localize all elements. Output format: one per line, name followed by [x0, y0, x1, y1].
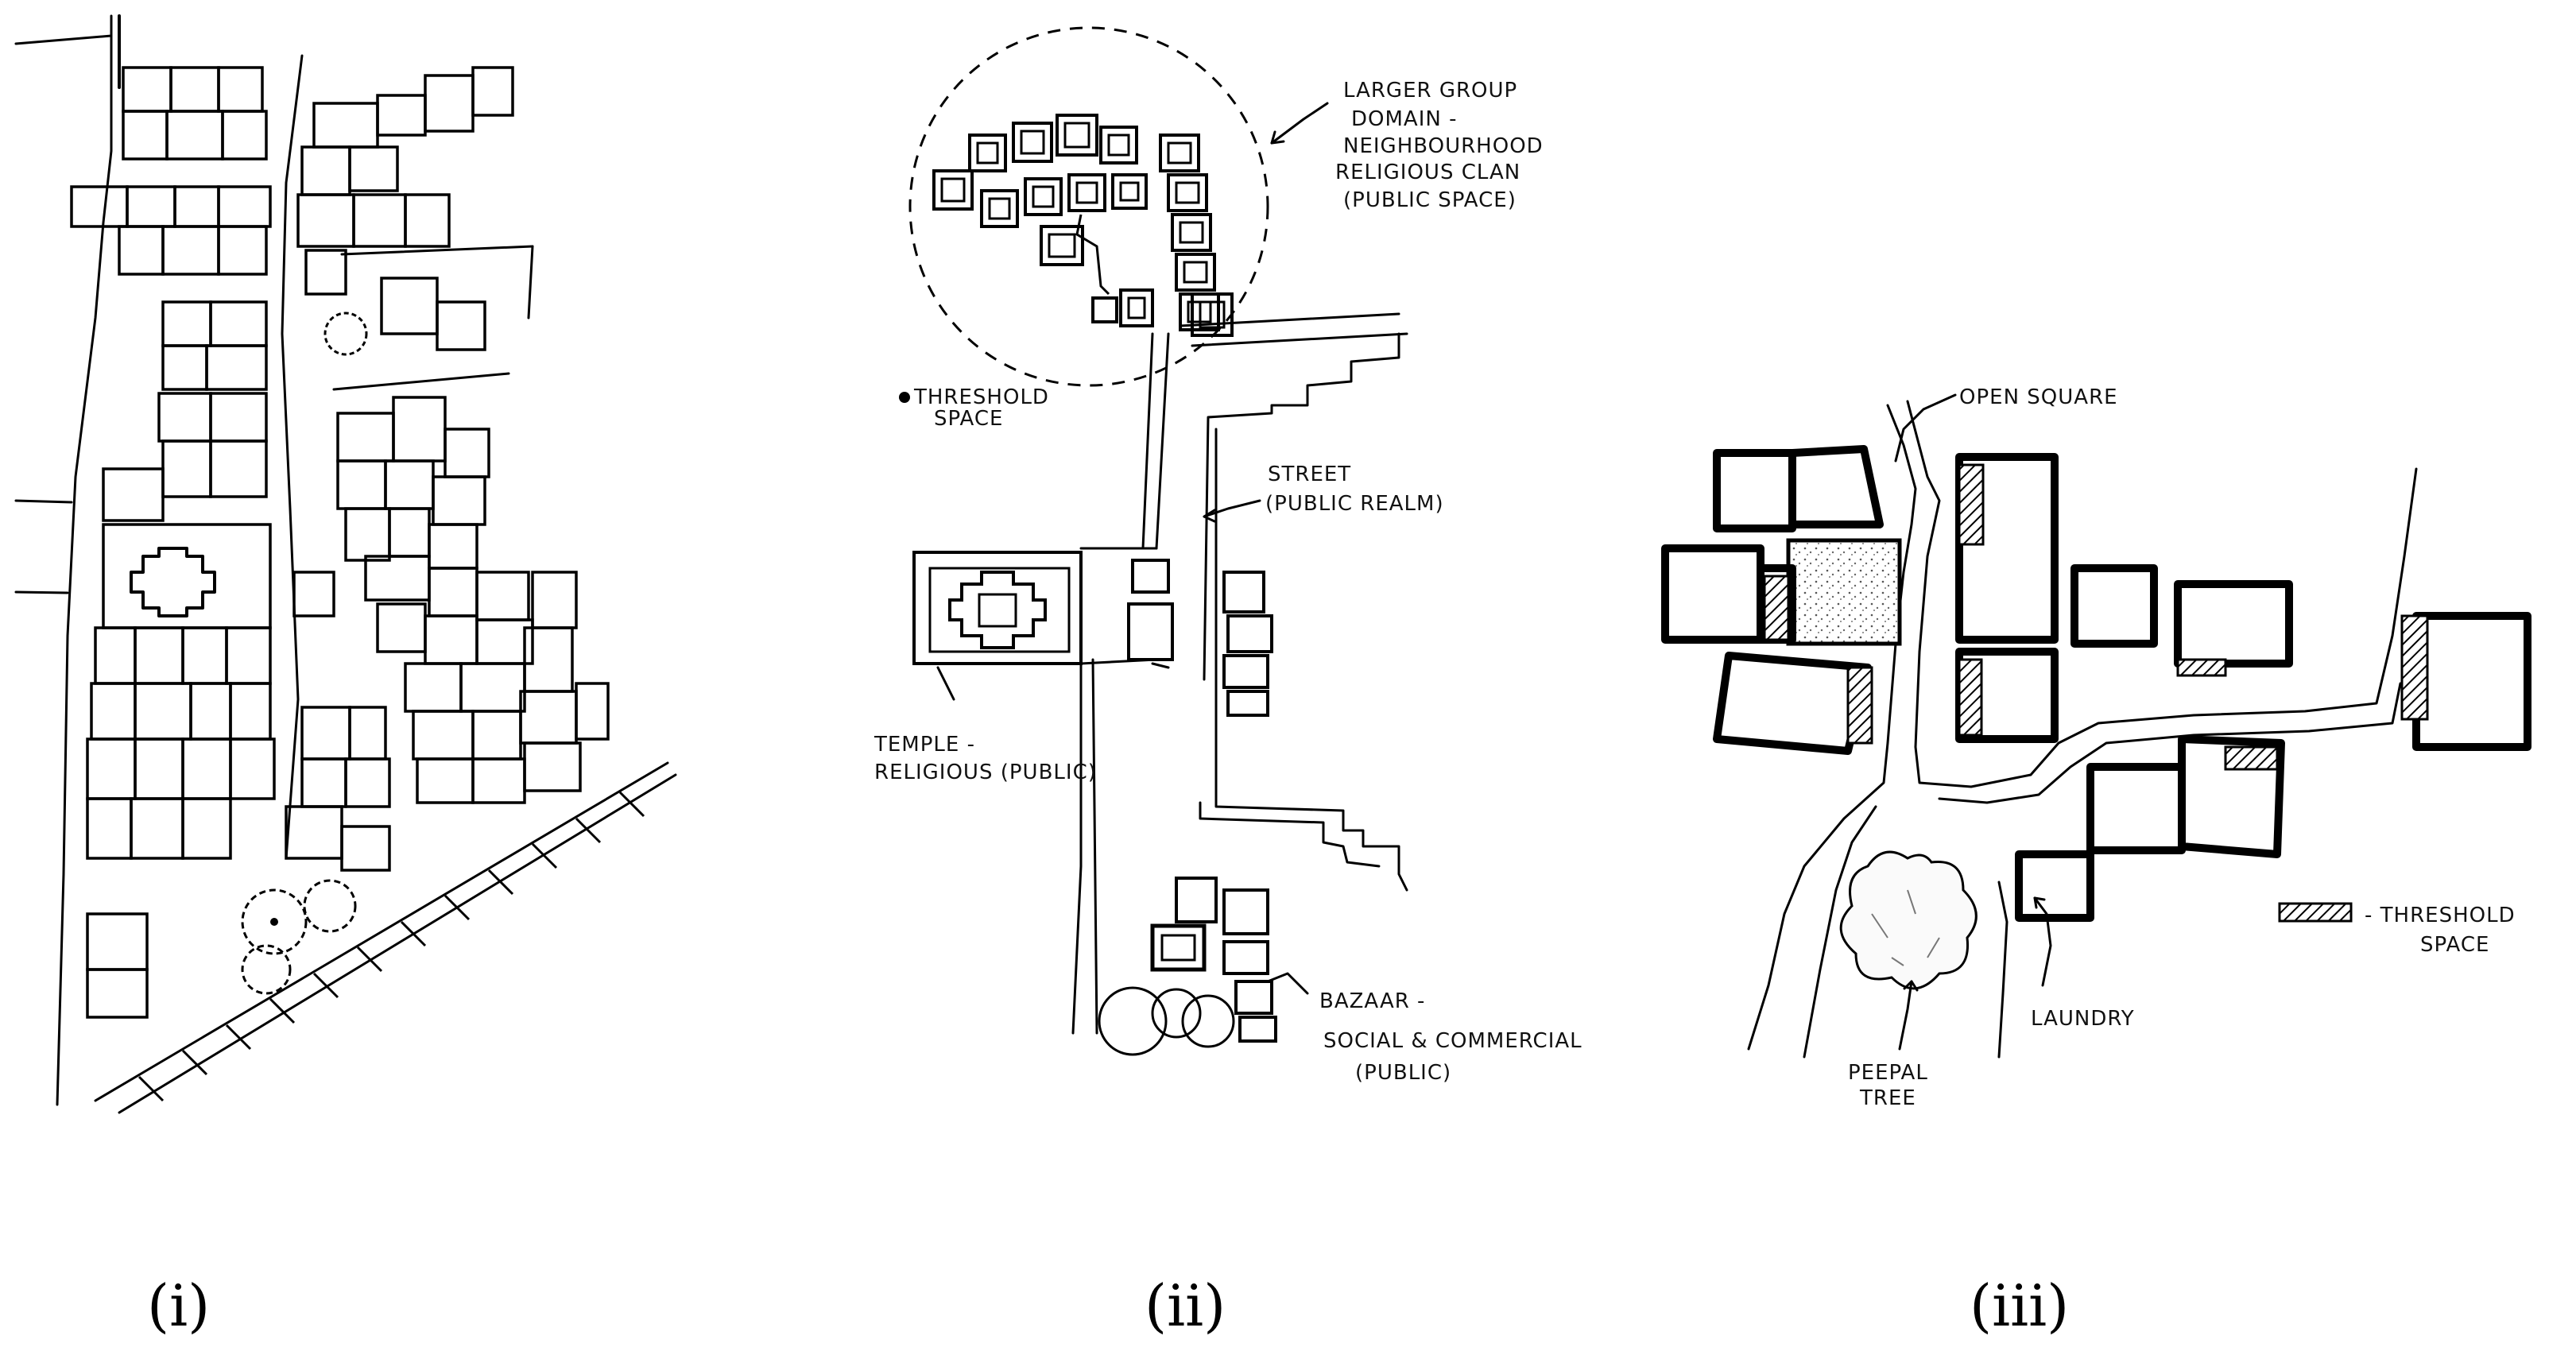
svg-text:TEMPLE -: TEMPLE -	[874, 733, 975, 757]
label-temple: TEMPLE - RELIGIOUS (PUBLIC)	[874, 733, 1097, 784]
tree-icon	[1098, 986, 1235, 1056]
svg-text:LARGER GROUP: LARGER GROUP	[1343, 79, 1517, 103]
bold-buildings	[1661, 445, 2531, 922]
svg-text:(PUBLIC): (PUBLIC)	[1355, 1061, 1451, 1085]
svg-text:SPACE: SPACE	[2420, 933, 2489, 957]
svg-text:- THRESHOLD: - THRESHOLD	[2365, 904, 2516, 927]
dwelling-cluster	[932, 114, 1234, 337]
lane-lines	[1747, 400, 2418, 1059]
caption-i: (i)	[147, 1272, 210, 1339]
panel-iii-open-square-sketch: OPEN SQUARE - THRESHOLD SPACE LAUNDRY PE…	[1661, 385, 2531, 1110]
svg-text:SOCIAL & COMMERCIAL: SOCIAL & COMMERCIAL	[1323, 1029, 1582, 1053]
peepal-tree-icon	[1839, 850, 1978, 990]
tree-icon	[303, 879, 357, 933]
svg-text:RELIGIOUS CLAN: RELIGIOUS CLAN	[1335, 161, 1520, 184]
label-laundry: LAUNDRY	[2031, 1007, 2135, 1031]
neighbourhood-boundary	[908, 26, 1269, 387]
svg-text:DOMAIN -: DOMAIN -	[1351, 107, 1457, 131]
leader-lines-iii	[1894, 393, 2052, 1051]
svg-text:SPACE: SPACE	[934, 407, 1003, 431]
label-peepal: PEEPAL TREE	[1848, 1061, 1928, 1110]
svg-text:STREET: STREET	[1268, 463, 1351, 486]
street-buildings	[1222, 571, 1273, 717]
label-open-square: OPEN SQUARE	[1959, 385, 2118, 409]
threshold-bullet	[899, 392, 910, 403]
label-street: STREET (PUBLIC REALM)	[1265, 463, 1444, 516]
svg-text:BAZAAR -: BAZAAR -	[1319, 989, 1425, 1013]
bazaar-buildings	[1150, 877, 1277, 1043]
panel-ii-domain-sketch: LARGER GROUP DOMAIN - NEIGHBOURHOOD RELI…	[874, 26, 1582, 1085]
svg-text:NEIGHBOURHOOD: NEIGHBOURHOOD	[1343, 134, 1544, 158]
threshold-zones	[1763, 463, 2429, 771]
svg-text:THRESHOLD: THRESHOLD	[913, 385, 1049, 409]
open-square-plaza	[1786, 538, 1902, 646]
tree-icon	[323, 312, 368, 356]
svg-text:PEEPAL: PEEPAL	[1848, 1061, 1928, 1085]
svg-text:(PUBLIC SPACE): (PUBLIC SPACE)	[1343, 188, 1517, 212]
label-threshold-ii: THRESHOLD SPACE	[913, 385, 1049, 431]
caption-ii: (ii)	[1145, 1272, 1226, 1339]
tree-icon	[241, 944, 292, 995]
road-edge-ticks	[138, 791, 645, 1102]
temple-plan-i	[130, 547, 216, 617]
panel-i-urban-fabric-sketch	[14, 14, 677, 1114]
svg-text:TREE: TREE	[1859, 1086, 1916, 1110]
label-group-domain: LARGER GROUP DOMAIN - NEIGHBOURHOOD RELI…	[1335, 79, 1544, 212]
label-bazaar: BAZAAR - SOCIAL & COMMERCIAL (PUBLIC)	[1319, 989, 1582, 1085]
temple-compound	[912, 551, 1174, 665]
building-blocks	[70, 66, 610, 1019]
svg-text:RELIGIOUS (PUBLIC): RELIGIOUS (PUBLIC)	[874, 761, 1097, 784]
svg-text:(PUBLIC REALM): (PUBLIC REALM)	[1265, 492, 1444, 516]
threshold-legend-swatch	[2278, 902, 2353, 923]
leader-lines	[936, 102, 1329, 995]
label-threshold-iii: - THRESHOLD SPACE	[2365, 904, 2516, 957]
caption-iii: (iii)	[1970, 1272, 2069, 1339]
tree-icon	[241, 888, 308, 955]
